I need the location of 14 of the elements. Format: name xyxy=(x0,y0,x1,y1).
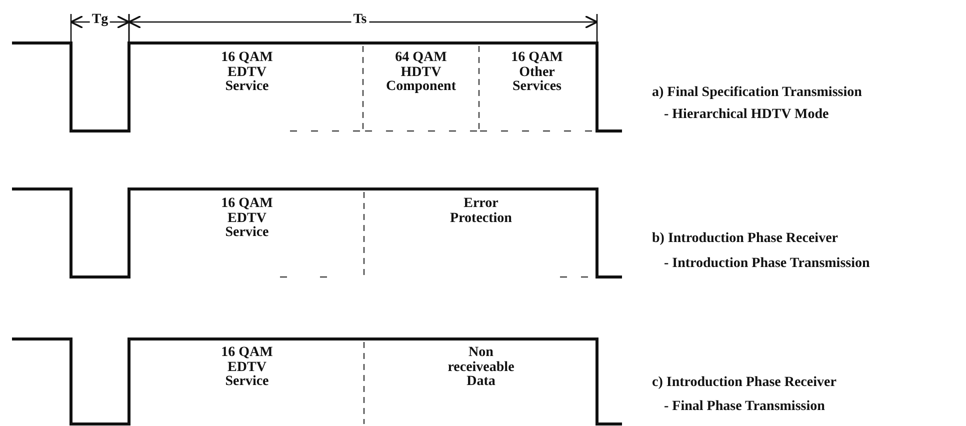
segment-label: 64 QAM HDTV Component xyxy=(384,51,457,96)
segment-label: 16 QAM Other Services xyxy=(510,51,564,96)
mode-subtitle: - Final Phase Transmission xyxy=(664,400,825,415)
mode-title: a) Final Specification Transmission xyxy=(652,86,862,101)
segment-label: Non receiveable Data xyxy=(446,346,516,390)
mode-subtitle: - Introduction Phase Transmission xyxy=(664,257,870,272)
segment-label: 16 QAM EDTV Service xyxy=(220,197,274,242)
mode-title: b) Introduction Phase Receiver xyxy=(652,232,838,247)
segment-label: 16 QAM EDTV Service xyxy=(220,346,274,390)
mode-subtitle: - Hierarchical HDTV Mode xyxy=(664,108,829,123)
mode-title: c) Introduction Phase Receiver xyxy=(652,376,836,391)
segment-label: 16 QAM EDTV Service xyxy=(220,51,274,96)
dimension-label: Tg xyxy=(90,13,110,28)
segment-label: Error Protection xyxy=(449,197,513,226)
